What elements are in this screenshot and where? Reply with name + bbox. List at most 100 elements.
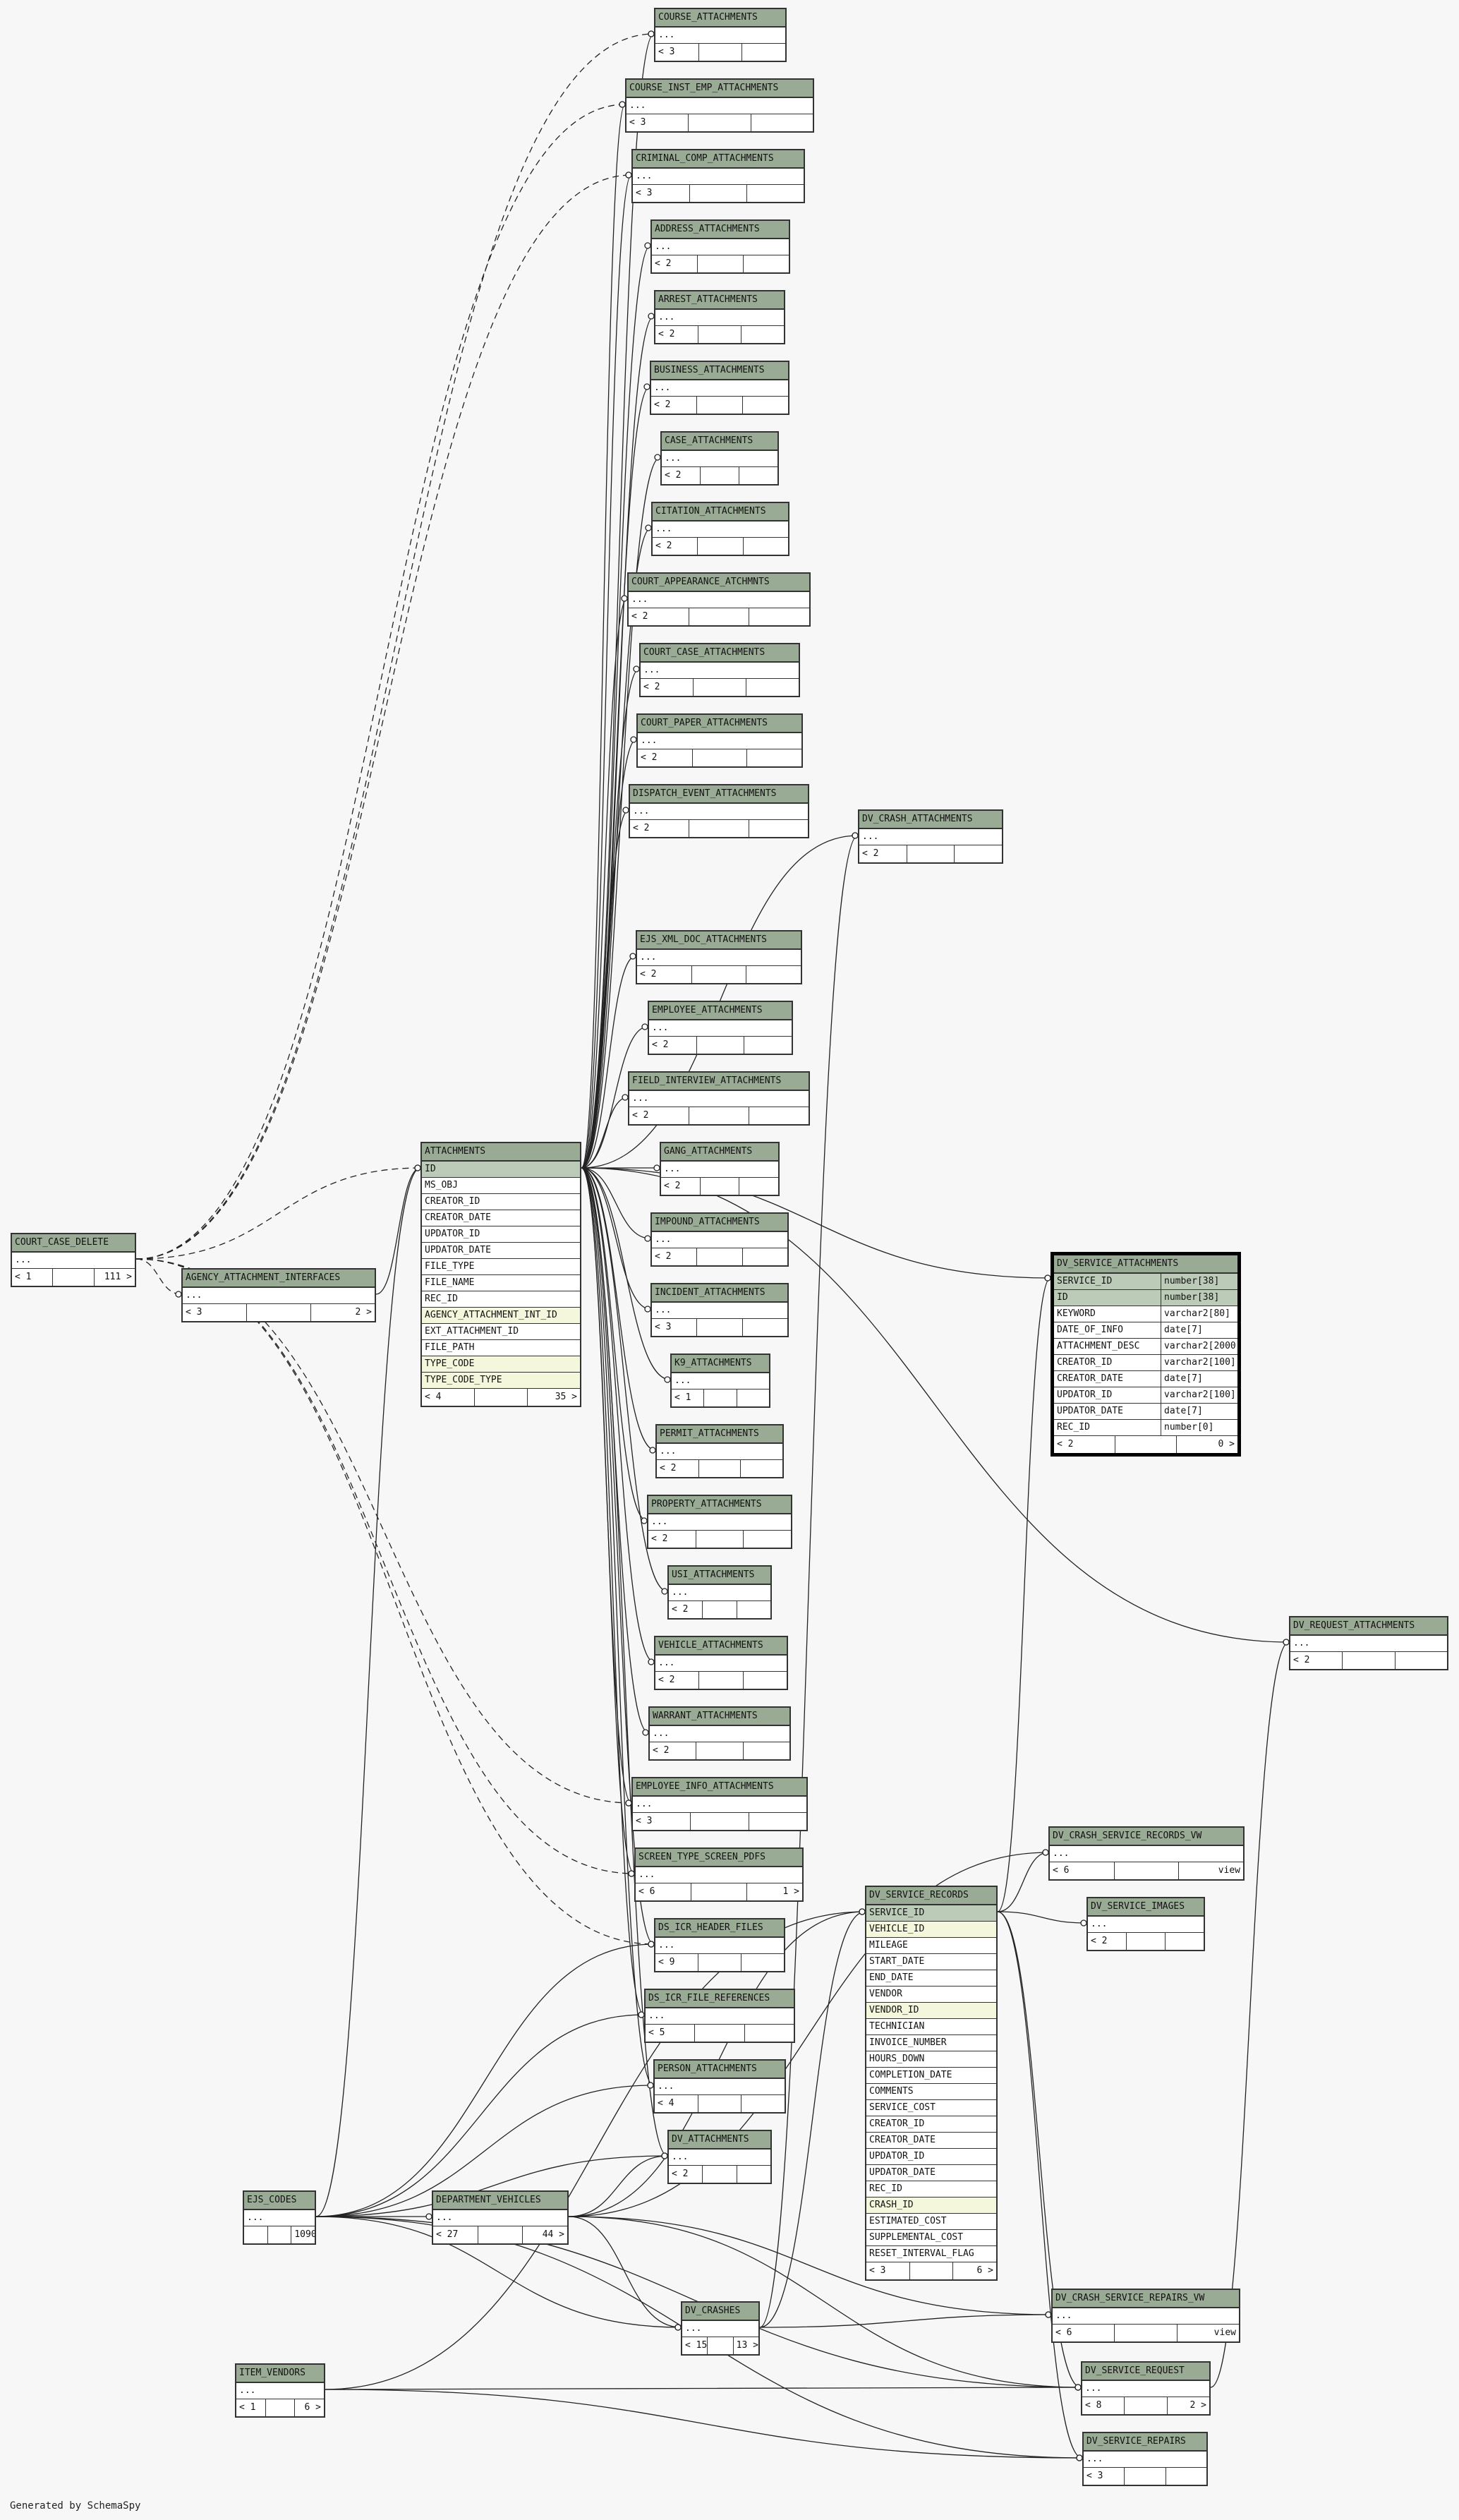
table-dispatch-event-attachments[interactable]: DISPATCH_EVENT_ATTACHMENTS...< 2 — [629, 784, 809, 838]
table-header[interactable]: AGENCY_ATTACHMENT_INTERFACES — [183, 1270, 375, 1288]
table-dv-service-images[interactable]: DV_SERVICE_IMAGES...< 2 — [1086, 1897, 1205, 1951]
table-header[interactable]: EJS_XML_DOC_ATTACHMENTS — [637, 932, 801, 950]
relationship-dv-service-records-to-dv-crash-service-records-vw — [997, 1852, 1049, 1912]
table-header[interactable]: DV_SERVICE_REPAIRS — [1084, 2433, 1206, 2452]
table-court-paper-attachments[interactable]: COURT_PAPER_ATTACHMENTS...< 2 — [636, 713, 803, 768]
table-dv-service-repairs[interactable]: DV_SERVICE_REPAIRS...< 3 — [1082, 2432, 1208, 2486]
table-header[interactable]: DS_ICR_FILE_REFERENCES — [646, 1990, 794, 2008]
table-header[interactable]: ATTACHMENTS — [422, 1143, 580, 1162]
table-court-appearance-atchmnts[interactable]: COURT_APPEARANCE_ATCHMNTS...< 2 — [627, 572, 811, 627]
relationship-department-vehicles-to-dv-crash-service-records-vw — [568, 1852, 1049, 2217]
table-header[interactable]: IMPOUND_ATTACHMENTS — [652, 1214, 787, 1232]
table-property-attachments[interactable]: PROPERTY_ATTACHMENTS...< 2 — [647, 1495, 792, 1549]
table-header[interactable]: DISPATCH_EVENT_ATTACHMENTS — [630, 785, 808, 804]
table-header[interactable]: VEHICLE_ATTACHMENTS — [655, 1637, 787, 1656]
table-warrant-attachments[interactable]: WARRANT_ATTACHMENTS...< 2 — [648, 1706, 791, 1761]
table-ds-icr-file-references[interactable]: DS_ICR_FILE_REFERENCES...< 5 — [644, 1989, 795, 2043]
table-header[interactable]: K9_ATTACHMENTS — [672, 1355, 769, 1373]
table-header[interactable]: EMPLOYEE_INFO_ATTACHMENTS — [633, 1778, 806, 1797]
table-header[interactable]: DV_REQUEST_ATTACHMENTS — [1290, 1617, 1447, 1636]
table-usi-attachments[interactable]: USI_ATTACHMENTS...< 2 — [667, 1565, 772, 1620]
table-header[interactable]: SCREEN_TYPE_SCREEN_PDFS — [636, 1849, 802, 1867]
table-impound-attachments[interactable]: IMPOUND_ATTACHMENTS...< 2 — [650, 1212, 789, 1267]
table-course-attachments[interactable]: COURSE_ATTACHMENTS...< 3 — [654, 8, 787, 62]
table-header[interactable]: ITEM_VENDORS — [236, 2365, 324, 2383]
table-course-inst-emp-attachments[interactable]: COURSE_INST_EMP_ATTACHMENTS...< 3 — [625, 78, 814, 133]
table-header[interactable]: DV_CRASH_SERVICE_REPAIRS_VW — [1053, 2290, 1239, 2308]
table-ejs-xml-doc-attachments[interactable]: EJS_XML_DOC_ATTACHMENTS...< 2 — [636, 930, 802, 984]
table-k9-attachments[interactable]: K9_ATTACHMENTS...< 1 — [670, 1354, 770, 1408]
table-person-attachments[interactable]: PERSON_ATTACHMENTS...< 4 — [653, 2059, 786, 2114]
table-header[interactable]: ADDRESS_ATTACHMENTS — [652, 221, 789, 239]
child-count: 1090 > — [294, 2229, 315, 2240]
child-count — [743, 397, 788, 414]
table-court-case-attachments[interactable]: COURT_CASE_ATTACHMENTS...< 2 — [639, 643, 800, 697]
table-header[interactable]: CRIMINAL_COMP_ATTACHMENTS — [633, 150, 804, 169]
table-header[interactable]: DV_SERVICE_ATTACHMENTS — [1054, 1255, 1237, 1274]
table-header[interactable]: EMPLOYEE_ATTACHMENTS — [649, 1002, 792, 1020]
table-header[interactable]: DEPARTMENT_VEHICLES — [433, 2192, 567, 2210]
table-header[interactable]: DV_ATTACHMENTS — [669, 2131, 770, 2150]
table-header[interactable]: PERMIT_ATTACHMENTS — [657, 1425, 782, 1444]
table-header[interactable]: DV_SERVICE_RECORDS — [866, 1887, 996, 1905]
table-criminal-comp-attachments[interactable]: CRIMINAL_COMP_ATTACHMENTS...< 3 — [631, 149, 805, 203]
table-header[interactable]: GANG_ATTACHMENTS — [661, 1143, 778, 1162]
table-header[interactable]: COURSE_INST_EMP_ATTACHMENTS — [626, 80, 813, 98]
table-employee-attachments[interactable]: EMPLOYEE_ATTACHMENTS...< 2 — [648, 1001, 793, 1055]
table-header[interactable]: PERSON_ATTACHMENTS — [655, 2061, 785, 2079]
table-address-attachments[interactable]: ADDRESS_ATTACHMENTS...< 2 — [650, 219, 790, 274]
table-header[interactable]: DV_CRASH_ATTACHMENTS — [859, 811, 1002, 829]
table-header[interactable]: WARRANT_ATTACHMENTS — [650, 1708, 789, 1726]
table-header[interactable]: COURT_CASE_ATTACHMENTS — [641, 644, 799, 663]
table-arrest-attachments[interactable]: ARREST_ATTACHMENTS...< 2 — [654, 290, 785, 344]
table-employee-info-attachments[interactable]: EMPLOYEE_INFO_ATTACHMENTS...< 3 — [631, 1777, 808, 1831]
table-header[interactable]: DV_SERVICE_REQUEST — [1082, 2363, 1209, 2381]
table-header[interactable]: DV_CRASHES — [682, 2303, 758, 2321]
table-dv-attachments[interactable]: DV_ATTACHMENTS...< 2 — [667, 2130, 772, 2184]
table-case-attachments[interactable]: CASE_ATTACHMENTS...< 2 — [660, 431, 779, 486]
table-header[interactable]: COURSE_ATTACHMENTS — [655, 9, 785, 28]
table-header[interactable]: PROPERTY_ATTACHMENTS — [648, 1496, 791, 1514]
table-header[interactable]: COURT_APPEARANCE_ATCHMNTS — [629, 574, 809, 592]
table-business-attachments[interactable]: BUSINESS_ATTACHMENTS...< 2 — [650, 361, 789, 415]
table-header[interactable]: COURT_CASE_DELETE — [12, 1234, 135, 1253]
table-header[interactable]: CASE_ATTACHMENTS — [662, 433, 777, 451]
column-estimated-cost: ESTIMATED_COST — [866, 2214, 996, 2230]
table-citation-attachments[interactable]: CITATION_ATTACHMENTS...< 2 — [651, 502, 789, 556]
table-field-interview-attachments[interactable]: FIELD_INTERVIEW_ATTACHMENTS...< 2 — [628, 1071, 810, 1126]
table-header[interactable]: EJS_CODES — [244, 2192, 315, 2210]
table-header[interactable]: BUSINESS_ATTACHMENTS — [651, 362, 788, 380]
table-header[interactable]: INCIDENT_ATTACHMENTS — [652, 1284, 787, 1303]
table-header[interactable]: ARREST_ATTACHMENTS — [655, 291, 784, 310]
table-permit-attachments[interactable]: PERMIT_ATTACHMENTS...< 2 — [655, 1424, 784, 1478]
table-header[interactable]: USI_ATTACHMENTS — [669, 1567, 770, 1585]
table-vehicle-attachments[interactable]: VEHICLE_ATTACHMENTS...< 2 — [654, 1636, 788, 1690]
table-header[interactable]: CITATION_ATTACHMENTS — [653, 503, 788, 522]
table-header[interactable]: FIELD_INTERVIEW_ATTACHMENTS — [629, 1073, 809, 1091]
table-header[interactable]: DS_ICR_HEADER_FILES — [655, 1919, 784, 1938]
table-ejs-codes[interactable]: EJS_CODES...1090 > — [243, 2190, 316, 2245]
table-header[interactable]: COURT_PAPER_ATTACHMENTS — [638, 715, 801, 733]
table-dv-request-attachments[interactable]: DV_REQUEST_ATTACHMENTS...< 2 — [1289, 1616, 1448, 1670]
table-header[interactable]: DV_SERVICE_IMAGES — [1088, 1898, 1204, 1917]
column-name: REC_ID — [425, 1294, 458, 1304]
table-header[interactable]: DV_CRASH_SERVICE_RECORDS_VW — [1050, 1828, 1243, 1846]
table-gang-attachments[interactable]: GANG_ATTACHMENTS...< 2 — [660, 1142, 780, 1196]
table-incident-attachments[interactable]: INCIDENT_ATTACHMENTS...< 3 — [650, 1283, 789, 1337]
table-ds-icr-header-files[interactable]: DS_ICR_HEADER_FILES...< 9 — [654, 1918, 785, 1972]
relationship-attachments-to-court-appearance-atchmnts — [581, 598, 628, 1169]
table-dv-crash-attachments[interactable]: DV_CRASH_ATTACHMENTS...< 2 — [858, 809, 1003, 864]
